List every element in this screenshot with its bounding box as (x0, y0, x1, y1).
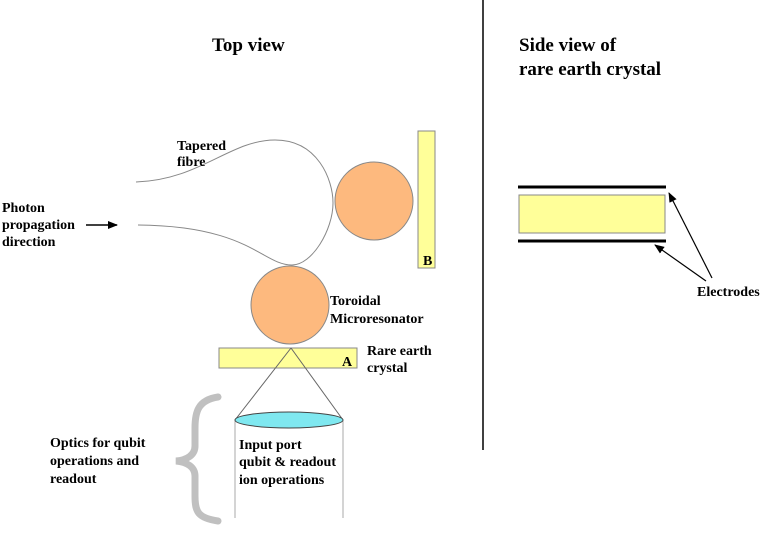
side-view-title-line2: rare earth crystal (519, 59, 661, 80)
photon-label-line2: propagation (2, 218, 75, 233)
photon-label-line1: Photon (2, 201, 45, 216)
focus-cone-right (290, 347, 344, 421)
crystal-a (218, 347, 358, 369)
side-view-title-line1: Side view of (519, 35, 617, 56)
toroidal-label-line1: Toroidal (330, 294, 381, 309)
optics-label-line3: readout (50, 472, 97, 487)
rare-earth-label-line2: crystal (367, 361, 408, 376)
input-port-label-line3: ion operations (239, 473, 325, 488)
rare-earth-label-line1: Rare earth (367, 344, 432, 359)
resonator-upper (334, 161, 414, 241)
input-port-label-line1: Input port (239, 438, 302, 453)
input-lens (234, 411, 344, 429)
photon-label-line3: direction (2, 235, 56, 250)
optics-label-line2: operations and (50, 454, 139, 469)
electrode-arrow-top (668, 192, 713, 279)
focus-cone-left (234, 347, 292, 421)
optics-label-line1: Optics for qubit (50, 436, 146, 451)
tapered-fibre-label-line2: fibre (177, 155, 206, 170)
optics-brace (175, 393, 222, 525)
crystal-b-letter: B (423, 254, 432, 269)
input-port-label-line2: qubit & readout (239, 455, 336, 470)
top-view-title: Top view (212, 35, 285, 56)
toroidal-microresonator (250, 265, 330, 345)
side-view-crystal (518, 194, 666, 234)
electrode-arrow-bottom (654, 244, 707, 282)
electrodes-label: Electrodes (697, 285, 760, 300)
crystal-b (417, 130, 436, 269)
toroidal-label-line2: Microresonator (330, 312, 424, 327)
crystal-a-letter: A (342, 355, 353, 370)
tapered-fibre-label-line1: Tapered (177, 139, 226, 154)
tapered-fibre (135, 139, 334, 266)
